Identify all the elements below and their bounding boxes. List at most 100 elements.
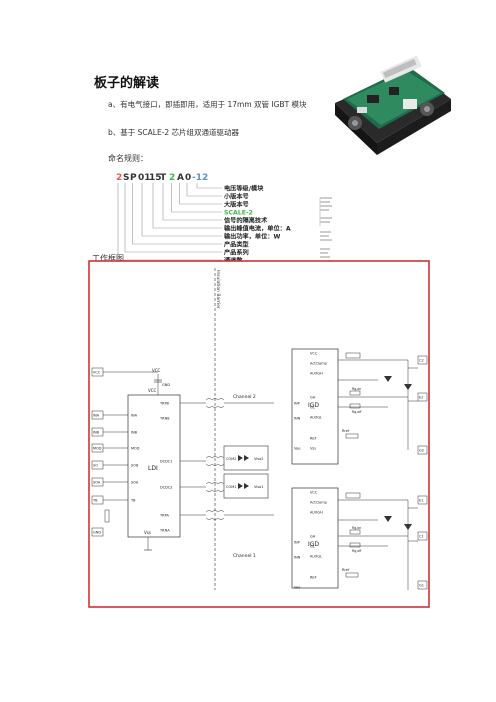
igd-pin-label: AUXGL — [310, 555, 322, 559]
com2-label: COM2 — [226, 457, 236, 461]
ldi-left-pin: SOB — [131, 464, 139, 468]
code-char: 0 — [185, 173, 191, 183]
igd-pin-label: AUXGL — [310, 416, 322, 420]
left-pin-label: TB — [92, 499, 98, 503]
code-field-label: 产品类型 — [224, 241, 250, 249]
page-heading: 板子的解读 — [94, 76, 160, 91]
ldi-block — [127, 394, 181, 538]
igd-pin-label: Vee — [294, 586, 300, 590]
left-pin-label: SO — [93, 464, 98, 468]
igd-block-2 — [291, 348, 339, 465]
channel1-title: Channel 1 — [233, 553, 256, 559]
right-pin-box — [417, 495, 428, 505]
igd-pin-label: REF — [310, 437, 317, 441]
igd-pin-label: AUXGH — [310, 372, 323, 376]
igd-pin-label: INN — [294, 417, 301, 421]
igd2-title: IGD — [308, 402, 319, 409]
right-pin-label: C1 — [419, 535, 424, 539]
right-pin-label: G2 — [419, 449, 424, 453]
code-char: -12 — [192, 173, 208, 183]
diagram-label: 工作框图 — [92, 254, 124, 263]
right-pin-label: G1 — [419, 584, 424, 588]
channel2-title: Channel 2 — [233, 394, 256, 400]
rgoff-label-1: Rg,off — [352, 549, 362, 553]
rref-label-1: Rref — [342, 568, 350, 572]
igd-pin-label: GL — [310, 545, 315, 549]
ldi-right-pin: TRP8 — [159, 402, 169, 406]
viso2-label: Viso2 — [254, 457, 263, 461]
ldi-right-pin: DCDC2 — [160, 486, 173, 490]
ldi-left-pin: MOD — [131, 447, 140, 451]
igd-pin-label: GL — [310, 406, 315, 410]
vcc-label: VCC — [152, 368, 161, 373]
code-char: P — [130, 173, 137, 183]
left-pin-label: INA — [93, 414, 100, 418]
ldi-vss: Vss — [144, 530, 151, 535]
item-b: b、基于 SCALE-2 芯片组双通道驱动器 — [108, 128, 240, 137]
igd-pin-label: INP — [294, 541, 300, 545]
driver-board-photo — [335, 55, 451, 155]
right-pin-box — [417, 355, 428, 365]
code-field-label: 信号的隔离技术 — [224, 217, 268, 225]
code-char: 15 — [149, 173, 162, 183]
ldi-left-pin: SOA — [131, 481, 139, 485]
code-field-label: 输出峰值电流，单位：A — [224, 225, 291, 233]
right-pin-box — [417, 445, 428, 455]
right-pin-box — [417, 392, 428, 402]
igd-pin-label: Vee — [294, 447, 300, 451]
ldi-left-pin: INA — [131, 414, 138, 418]
code-field-label: 输出功率，单位：W — [224, 233, 280, 241]
code-field-label: 大版本号 — [224, 201, 249, 209]
igd-pin-label: INN — [294, 556, 301, 560]
ldi-left-pin: TB — [130, 499, 136, 503]
code-char: S — [123, 173, 129, 183]
ldi-right-pin: DCDC1 — [160, 460, 173, 464]
code-char: T — [160, 173, 167, 183]
rgoff-label-2: Rg,off — [352, 410, 362, 414]
igd-pin-label: Vss — [310, 447, 316, 451]
code-char: 2 — [169, 173, 175, 183]
right-pin-label: E1 — [419, 499, 423, 503]
rref-label-2: Rref — [342, 429, 350, 433]
rgon-label-2: Rg,on — [352, 387, 361, 391]
igd-pin-label: INP — [294, 402, 300, 406]
left-pin-label: VCC — [93, 371, 101, 375]
code-field-label: 电压等级/模块 — [224, 185, 264, 193]
right-pin-label: E2 — [419, 396, 423, 400]
rgon-label-1: Rg,on — [352, 526, 361, 530]
ldi-right-pin: TRN8 — [159, 417, 169, 421]
ldi-title: LDI — [148, 465, 158, 472]
igd-pin-label: VCC — [310, 352, 318, 356]
item-a: a、有电气接口，即插即用，适用于 17mm 双管 IGBT 模块 — [108, 100, 307, 109]
ldi-right-pin: TRNA — [159, 529, 170, 533]
right-pin-label: C2 — [419, 359, 424, 363]
code-char: 01 — [138, 173, 151, 183]
ldi-right-pin: TRPA — [159, 514, 169, 518]
left-pin-label: GND — [93, 531, 101, 535]
code-char: 2 — [116, 173, 122, 183]
right-pin-box — [417, 580, 428, 590]
igd-pin-label: GH — [310, 396, 316, 400]
igd-pin-label: ActClamp — [310, 501, 328, 505]
igd-block-1 — [291, 487, 339, 589]
igd-pin-label: GH — [310, 535, 316, 539]
gnd-label: GND — [162, 383, 170, 387]
igd1-title: IGD — [308, 541, 319, 548]
code-field-label: SCALE-2 — [224, 210, 253, 217]
naming-label: 命名规则： — [108, 154, 148, 163]
igd-pin-label: AUXGH — [310, 511, 323, 515]
left-pin-box — [91, 527, 104, 537]
com1-label: COM1 — [226, 485, 236, 489]
igd-pin-label: ActClamp — [310, 362, 328, 366]
right-pin-box — [417, 531, 428, 541]
igd-pin-label: VCC — [310, 491, 318, 495]
left-pin-label: MOD — [93, 447, 102, 451]
ldi-vcc: VCC — [148, 388, 157, 393]
ldi-left-pin: INB — [131, 431, 138, 435]
block-diagram: Insulation Barrier VCC INA INB MOD SO SOA TB GN… — [88, 260, 430, 608]
igd-pin-label: REF — [310, 576, 317, 580]
code-char: A — [177, 173, 184, 183]
isolation-label: Insulation Barrier — [215, 270, 221, 309]
left-pin-label: INB — [93, 431, 100, 435]
